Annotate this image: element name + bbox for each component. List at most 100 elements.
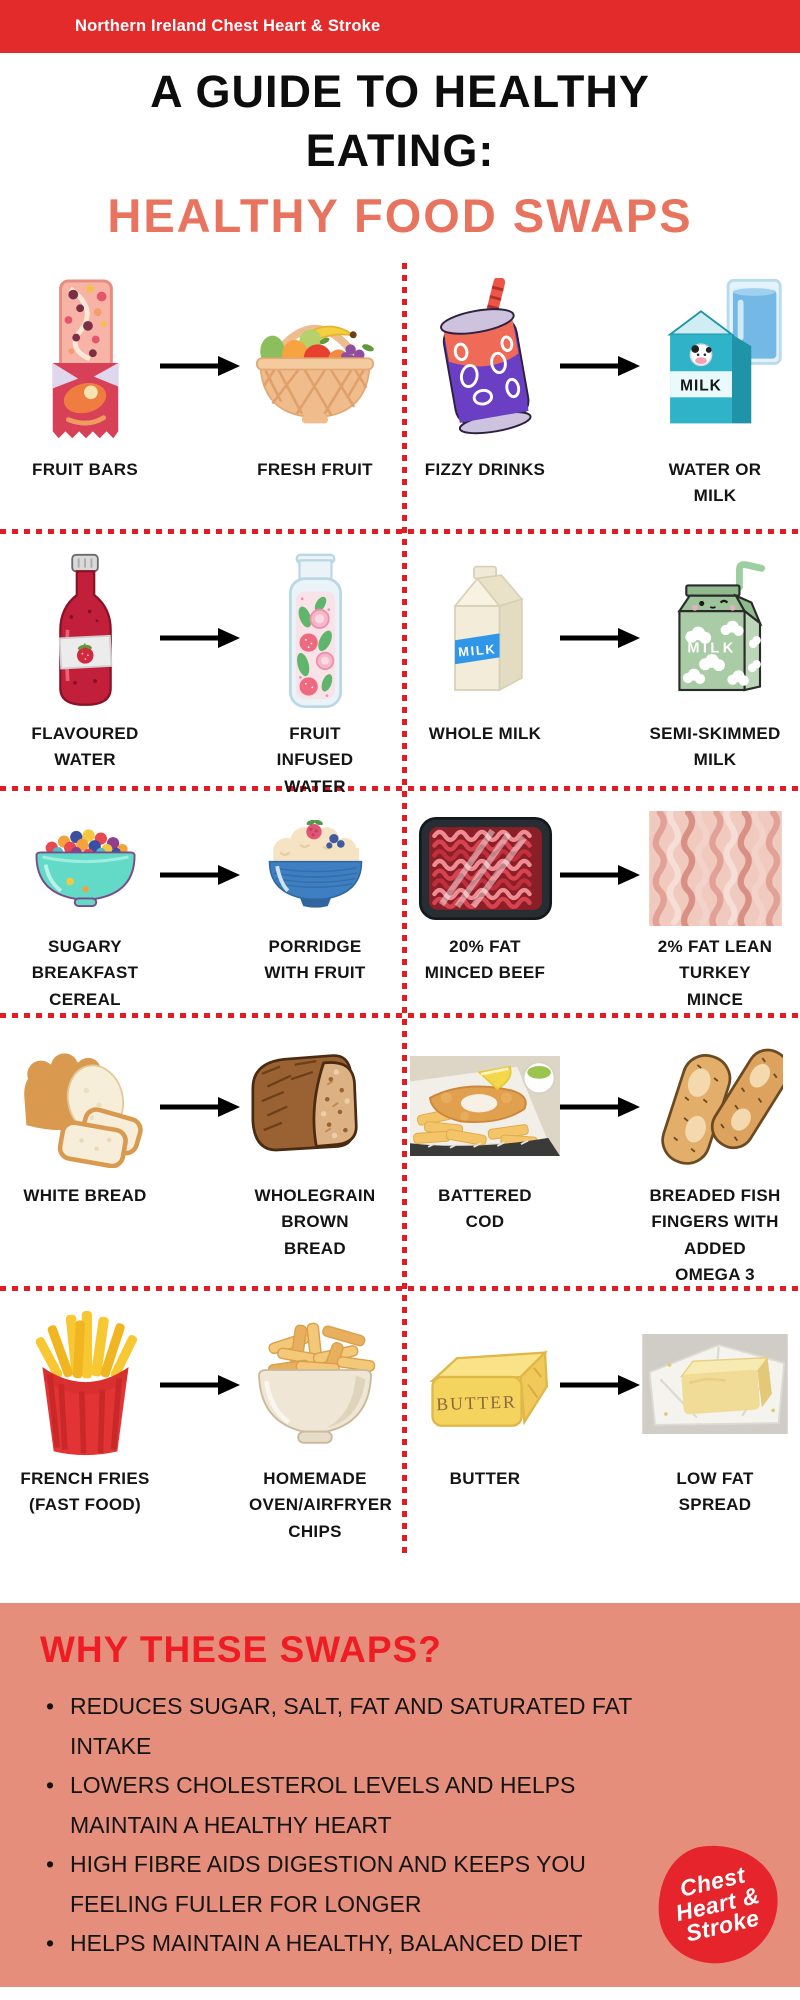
battered-cod-icon [410, 1056, 560, 1156]
swap-row: FRUIT BARS [0, 257, 800, 529]
fruit-basket-icon [255, 324, 375, 423]
svg-text:MILK: MILK [680, 377, 722, 394]
swap-from-item: 20% FAT MINCED BEEF [410, 809, 560, 987]
swap-from-item: MILK WHOLE MILK [410, 552, 560, 747]
swap-from-item: FRENCH FRIES (FAST FOOD) [10, 1309, 160, 1519]
why-bullet: LOWERS CHOLESTEROL LEVELS AND HELPS MAIN… [40, 1766, 640, 1845]
svg-text:BUTTER: BUTTER [436, 1391, 517, 1414]
swap-from-label: BATTERED COD [438, 1186, 532, 1232]
swap-from-label: FIZZY DRINKS [424, 460, 546, 479]
porridge-bowl-icon [268, 819, 362, 908]
horizontal-dotted-divider [0, 1013, 800, 1018]
logo-text: Chest Heart & Stroke [673, 1861, 763, 1947]
swap-arrow-icon [160, 628, 240, 648]
swap-arrow-icon [560, 1375, 640, 1395]
horizontal-dotted-divider [0, 529, 800, 534]
swap-arrow-icon [160, 1097, 240, 1117]
horizontal-dotted-divider [0, 1286, 800, 1291]
fruit-infused-water-icon [288, 553, 342, 708]
chest-heart-stroke-logo: Chest Heart & Stroke [651, 1838, 785, 1970]
swap-from-label: FRUIT BARS [32, 460, 138, 479]
swap-cell-battered-cod: BATTERED COD [400, 1018, 800, 1286]
swap-to-item: MILK SEMI-SKIMMED MILK [640, 552, 790, 774]
swap-cell-flavoured-water: FLAVOURED WATER [0, 534, 400, 796]
swap-row: FLAVOURED WATER [0, 534, 800, 796]
swap-from-label: FRENCH FRIES (FAST FOOD) [20, 1469, 150, 1515]
swap-from-item: BUTTER BUTTER [410, 1309, 560, 1492]
swap-to-label: WATER OR MILK [668, 460, 762, 506]
swap-arrow-icon [160, 865, 240, 885]
swap-to-item: LOW FAT SPREAD [640, 1309, 790, 1519]
swap-to-label: FRUIT INFUSED WATER [276, 724, 354, 796]
chips-bowl-icon [258, 1322, 376, 1444]
turkey-mince-icon [648, 810, 782, 926]
why-these-swaps-section: WHY THESE SWAPS? REDUCES SUGAR, SALT, FA… [0, 1603, 800, 1987]
swap-cell-french-fries: FRENCH FRIES (FAST FOOD) [0, 1291, 400, 1543]
swap-from-item: FLAVOURED WATER [10, 552, 160, 774]
svg-text:MILK: MILK [458, 641, 497, 659]
water-and-milk-icon: MILK [666, 278, 782, 423]
swap-from-item: FIZZY DRINKS [410, 275, 560, 483]
swap-to-label: FRESH FRUIT [257, 460, 373, 479]
swap-to-item: FRUIT INFUSED WATER [240, 552, 390, 800]
swap-cell-butter: BUTTER BUTTER [400, 1291, 800, 1543]
swap-row: FRENCH FRIES (FAST FOOD) [0, 1291, 800, 1543]
swap-to-item: BREADED FISH FINGERS WITH ADDED OMEGA 3 [640, 1036, 790, 1288]
swap-row: WHITE BREAD [0, 1018, 800, 1286]
swap-from-label: WHITE BREAD [23, 1186, 147, 1205]
swap-from-item: WHITE BREAD [10, 1036, 160, 1209]
brand-bar: Northern Ireland Chest Heart & Stroke [0, 0, 800, 53]
swap-to-label: HOMEMADE OVEN/AIRFRYER CHIPS [249, 1469, 393, 1541]
page-subtitle: HEALTHY FOOD SWAPS [107, 189, 693, 242]
swap-cell-fizzy-drinks: FIZZY DRINKS [400, 257, 800, 529]
swap-to-item: PORRIDGE WITH FRUIT [240, 809, 390, 987]
vertical-dotted-divider [402, 263, 407, 1555]
why-bullet: REDUCES SUGAR, SALT, FAT AND SATURATED F… [40, 1687, 640, 1766]
swap-grid: FRUIT BARS [0, 257, 800, 1555]
swap-arrow-icon [160, 1375, 240, 1395]
swap-to-item: 2% FAT LEAN TURKEY MINCE [640, 809, 790, 1013]
brand-name: Northern Ireland Chest Heart & Stroke [75, 17, 381, 35]
why-bullet: HIGH FIBRE AIDS DIGESTION AND KEEPS YOU … [40, 1845, 640, 1924]
swap-arrow-icon [160, 356, 240, 376]
semi-skimmed-milk-carton-icon: MILK [677, 561, 766, 692]
swap-arrow-icon [560, 1097, 640, 1117]
swap-to-item: HOMEMADE OVEN/AIRFRYER CHIPS [240, 1309, 393, 1545]
swap-to-item: MILK WATER OR MILK [640, 275, 790, 510]
low-fat-spread-icon [642, 1334, 788, 1434]
cereal-bowl-icon [34, 828, 136, 907]
minced-beef-tray-icon [418, 816, 552, 920]
swap-from-item: FRUIT BARS [10, 275, 160, 483]
why-heading: WHY THESE SWAPS? [40, 1629, 442, 1670]
swap-to-label: WHOLEGRAIN BROWN BREAD [254, 1186, 376, 1258]
horizontal-dotted-divider [0, 786, 800, 791]
swap-cell-minced-beef: 20% FAT MINCED BEEF [400, 791, 800, 1013]
swap-from-label: BUTTER [449, 1469, 521, 1488]
swap-to-item: WHOLEGRAIN BROWN BREAD [240, 1036, 390, 1262]
swap-from-label: WHOLE MILK [428, 724, 542, 743]
swap-arrow-icon [560, 628, 640, 648]
swap-arrow-icon [560, 865, 640, 885]
whole-milk-carton-icon: MILK [453, 565, 524, 692]
swap-row: SUGARY BREAKFAST CEREAL [0, 791, 800, 1013]
swap-to-label: SEMI-SKIMMED MILK [649, 724, 781, 770]
white-bread-icon [24, 1052, 143, 1168]
swap-from-label: SUGARY BREAKFAST CEREAL [31, 937, 139, 1009]
swap-arrow-icon [560, 356, 640, 376]
why-bullet: HELPS MAINTAIN A HEALTHY, BALANCED DIET [40, 1924, 640, 1964]
svg-text:MILK: MILK [687, 640, 736, 656]
swap-to-label: BREADED FISH FINGERS WITH ADDED OMEGA 3 [649, 1186, 781, 1285]
french-fries-icon [35, 1311, 137, 1456]
swap-cell-white-bread: WHITE BREAD [0, 1018, 400, 1286]
swap-from-label: 20% FAT MINCED BEEF [424, 937, 546, 983]
swap-to-item: FRESH FRUIT [240, 275, 390, 483]
butter-block-icon: BUTTER [429, 1349, 549, 1427]
fruit-bar-icon [52, 279, 118, 439]
swap-from-item: SUGARY BREAKFAST CEREAL [10, 809, 160, 1013]
why-bullet-list: REDUCES SUGAR, SALT, FAT AND SATURATED F… [40, 1687, 640, 1964]
title-block: A GUIDE TO HEALTHY EATING: HEALTHY FOOD … [0, 53, 800, 243]
swap-to-label: 2% FAT LEAN TURKEY MINCE [657, 937, 773, 1009]
brown-bread-icon [251, 1053, 358, 1151]
page-title: A GUIDE TO HEALTHY EATING: [150, 66, 650, 176]
